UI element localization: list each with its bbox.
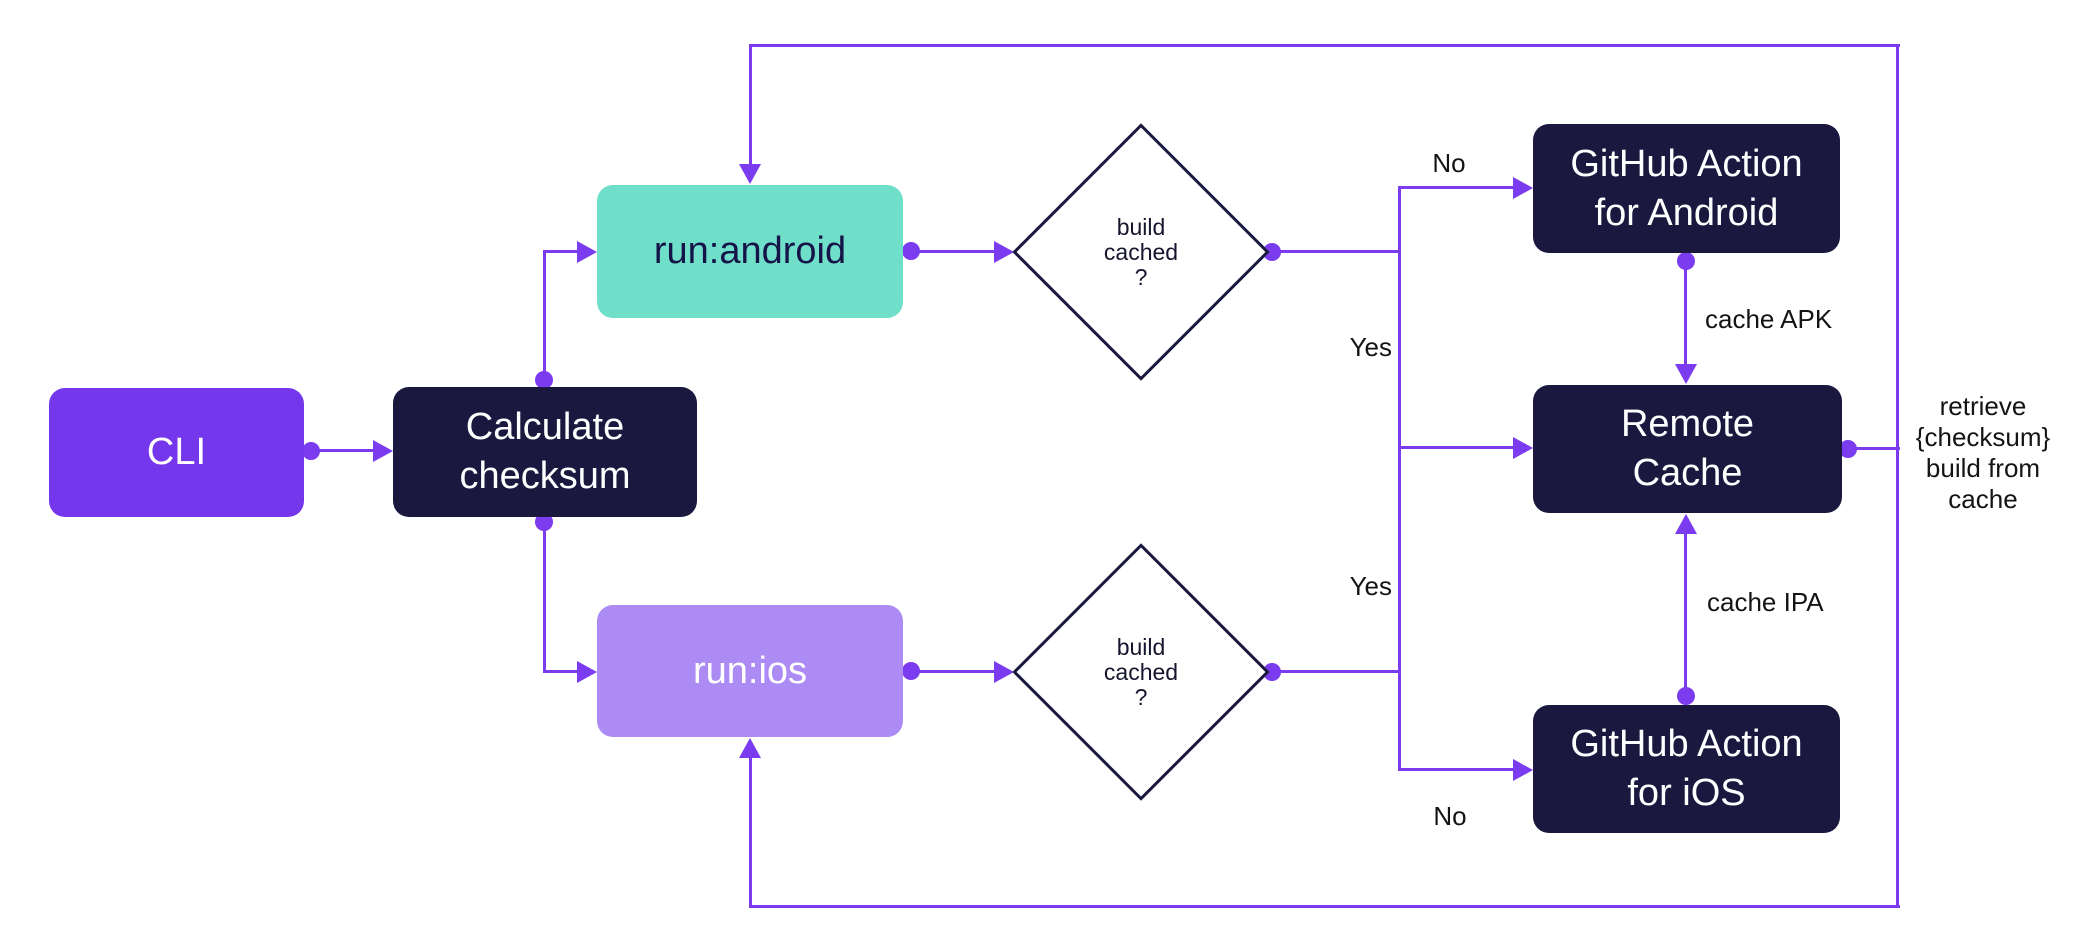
node-cli: CLI (49, 388, 304, 517)
loop-top-line (749, 44, 1900, 47)
connector-run-android-decision (911, 250, 997, 253)
node-run-ios: run:ios (597, 605, 903, 737)
connector-trunk-github-ios (1398, 768, 1516, 771)
trunk-line (1398, 186, 1401, 771)
connector-trunk-github-android (1398, 186, 1516, 189)
arrowhead-loop-run-ios (739, 738, 761, 758)
connector-calculate-run-android-v (543, 250, 546, 375)
connector-run-ios-decision (911, 670, 997, 673)
arrowhead-github-ios (1513, 759, 1533, 781)
node-calculate-checksum: Calculate checksum (393, 387, 697, 517)
connector-decision-android-trunk (1272, 250, 1401, 253)
loop-into-run-android-line (749, 44, 752, 166)
decision-ios-label: build cached ? (1103, 634, 1179, 710)
loop-bottom-line (749, 905, 1900, 908)
node-remote-cache: Remote Cache (1533, 385, 1842, 513)
arrowhead-remote-cache-top (1675, 364, 1697, 384)
node-run-android: run:android (597, 185, 903, 318)
connector-calculate-run-ios-h (543, 670, 579, 673)
arrowhead-run-ios (577, 661, 597, 683)
edge-label-no-ios: No (1433, 801, 1467, 831)
connector-cache-apk (1684, 258, 1687, 366)
edge-label-cache-ipa: cache IPA (1707, 587, 1824, 617)
connector-cli-calculate (310, 449, 376, 452)
connector-calculate-run-android-h (543, 250, 579, 253)
arrowhead-run-android (577, 241, 597, 263)
arrowhead-decision-android (994, 241, 1014, 263)
connector-calculate-run-ios-v (543, 518, 546, 672)
edge-label-yes-ios: Yes (1349, 571, 1392, 601)
edge-label-no-android: No (1432, 148, 1466, 178)
connector-remote-cache-loop (1848, 447, 1900, 450)
arrowhead-remote-cache-bottom (1675, 514, 1697, 534)
edge-label-retrieve-from-cache: retrieve {checksum} build from cache (1915, 391, 2051, 514)
connector-decision-ios-trunk (1272, 670, 1401, 673)
arrowhead-calculate-checksum (373, 440, 393, 462)
arrowhead-decision-ios (994, 661, 1014, 683)
edge-label-yes-android: Yes (1349, 332, 1392, 362)
arrowhead-github-android (1513, 177, 1533, 199)
node-github-action-android: GitHub Action for Android (1533, 124, 1840, 253)
connector-trunk-remote-cache (1398, 446, 1516, 449)
node-github-action-ios: GitHub Action for iOS (1533, 705, 1840, 833)
loop-into-run-ios-line (749, 756, 752, 907)
decision-android-label: build cached ? (1103, 214, 1179, 290)
arrowhead-remote-cache (1513, 437, 1533, 459)
loop-right-line (1896, 44, 1899, 908)
connector-cache-ipa (1684, 532, 1687, 690)
connector-dot-github-ios-top (1677, 687, 1695, 705)
connector-dot-calculate-top (535, 371, 553, 389)
edge-label-cache-apk: cache APK (1705, 304, 1833, 334)
arrowhead-loop-run-android (739, 164, 761, 184)
